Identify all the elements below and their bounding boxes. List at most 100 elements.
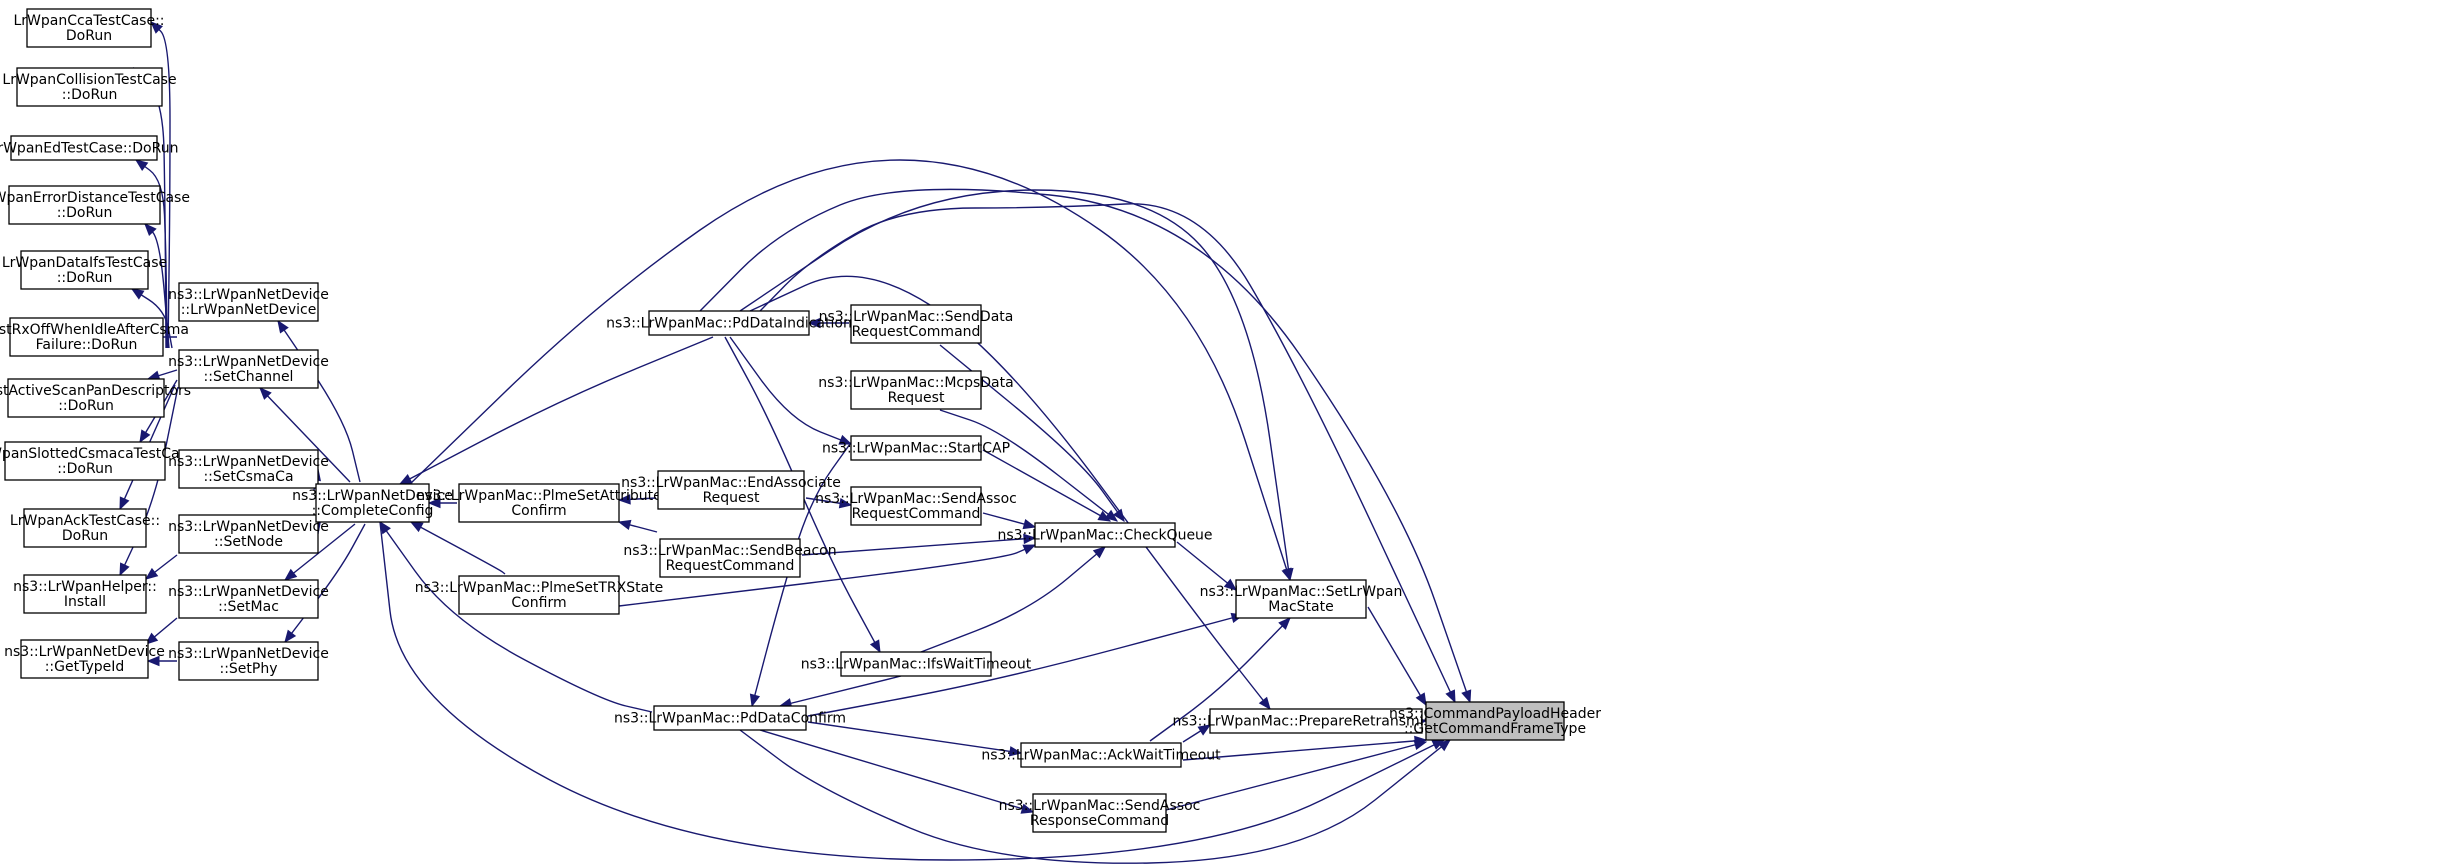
node-setcsma[interactable]: ns3::LrWpanNetDevice::SetCsmaCa bbox=[168, 449, 329, 489]
edge-setstate-to-acktimeout bbox=[1149, 617, 1291, 742]
node-label-line: ns3::LrWpanMac::SendBeacon bbox=[623, 543, 836, 559]
node-box bbox=[8, 185, 161, 225]
edge-checkq-to-startcap bbox=[982, 449, 1112, 522]
edge-line bbox=[379, 521, 653, 713]
node-label-line: ::DoRun bbox=[57, 205, 113, 221]
node-gettype[interactable]: ns3::LrWpanNetDevice::GetTypeId bbox=[4, 639, 165, 679]
node-box bbox=[653, 705, 807, 731]
node-label-line: ns3::LrWpanMac::StartCAP bbox=[822, 441, 1010, 457]
edge-checkq-to-plmetrx bbox=[618, 544, 1037, 607]
arrowhead bbox=[150, 21, 163, 34]
node-setchan[interactable]: ns3::LrWpanNetDevice::SetChannel bbox=[168, 349, 329, 389]
edge-complete-to-plmetrx bbox=[409, 521, 506, 575]
node-ifs[interactable]: ns3::LrWpanMac::IfsWaitTimeout bbox=[801, 651, 1032, 677]
node-startcap[interactable]: ns3::LrWpanMac::StartCAP bbox=[822, 435, 1010, 461]
node-label-line: MacState bbox=[1268, 599, 1333, 615]
call-nodes: LrWpanCcaTestCase::DoRunLrWpanCollisionT… bbox=[0, 8, 1601, 833]
node-box bbox=[178, 579, 319, 619]
edge-difs-to-setchan bbox=[130, 288, 173, 349]
node-label-line: ns3::LrWpanMac::PdDataIndication bbox=[606, 316, 852, 332]
arrowhead bbox=[838, 434, 853, 445]
edge-setphy-to-complete bbox=[284, 523, 366, 644]
node-label-line: Failure::DoRun bbox=[36, 337, 138, 353]
arrowhead bbox=[838, 498, 853, 509]
node-ctor[interactable]: ns3::LrWpanNetDevice::LrWpanNetDevice bbox=[168, 282, 329, 322]
node-label-line: ns3::LrWpanMac::SendAssoc bbox=[815, 491, 1017, 507]
node-setnode[interactable]: ns3::LrWpanNetDevice::SetNode bbox=[168, 514, 329, 554]
node-box bbox=[23, 574, 147, 614]
node-box bbox=[26, 8, 152, 48]
node-label-line: LrWpanDataIfsTestCase bbox=[2, 255, 167, 271]
node-cca[interactable]: LrWpanCcaTestCase::DoRun bbox=[13, 8, 165, 48]
node-difs[interactable]: LrWpanDataIfsTestCase::DoRun bbox=[2, 250, 167, 290]
node-target[interactable]: ns3::CommandPayloadHeader::GetCommandFra… bbox=[1389, 701, 1601, 741]
edge-line bbox=[1176, 541, 1237, 591]
edge-sendassocresp-to-pdconf bbox=[759, 729, 1035, 814]
arrowhead bbox=[409, 521, 424, 533]
arrowhead bbox=[144, 223, 157, 236]
node-box bbox=[7, 378, 165, 418]
node-helper[interactable]: ns3::LrWpanHelper::Install bbox=[13, 574, 157, 614]
node-slotted[interactable]: LrWpanSlottedCsmacaTestCase::DoRun bbox=[0, 441, 195, 481]
node-label-line: Request bbox=[703, 490, 760, 506]
node-setmac[interactable]: ns3::LrWpanNetDevice::SetMac bbox=[168, 579, 329, 619]
arrowhead bbox=[1197, 724, 1212, 736]
node-box bbox=[178, 641, 319, 681]
node-ack[interactable]: LrWpanAckTestCase::DoRun bbox=[10, 508, 160, 548]
edge-target-to-pdconf bbox=[739, 729, 1452, 864]
node-box bbox=[1032, 793, 1167, 833]
node-label-line: ns3::LrWpanMac::PrepareRetransmission bbox=[1173, 714, 1460, 730]
node-box bbox=[1235, 579, 1367, 619]
node-prepare[interactable]: ns3::LrWpanMac::PrepareRetransmission bbox=[1173, 708, 1460, 734]
node-box bbox=[20, 250, 149, 290]
edge-pdconf-to-ifs bbox=[778, 675, 902, 709]
node-pdconf[interactable]: ns3::LrWpanMac::PdDataConfirm bbox=[614, 705, 846, 731]
edge-plmeattr-to-sendbeacon bbox=[617, 519, 658, 533]
node-label-line: ns3::LrWpanNetDevice bbox=[168, 519, 329, 535]
arrowhead bbox=[259, 387, 272, 400]
node-label-line: ns3::LrWpanNetDevice bbox=[292, 488, 453, 504]
node-box bbox=[458, 483, 620, 523]
node-label-line: ns3::LrWpanNetDevice bbox=[168, 354, 329, 370]
node-box bbox=[648, 310, 810, 336]
edge-line bbox=[751, 436, 856, 707]
node-setphy[interactable]: ns3::LrWpanNetDevice::SetPhy bbox=[168, 641, 329, 681]
edge-target-to-pdind bbox=[759, 203, 1456, 704]
node-pdind[interactable]: ns3::LrWpanMac::PdDataIndication bbox=[606, 310, 852, 336]
node-label-line: LrWpanSlottedCsmacaTestCase bbox=[0, 446, 195, 462]
edge-pdconf-to-startcap bbox=[749, 436, 856, 708]
edge-ed-to-setchan bbox=[134, 159, 168, 349]
edge-gettype-to-setphy bbox=[146, 655, 177, 667]
node-acktimeout[interactable]: ns3::LrWpanMac::AckWaitTimeout bbox=[981, 742, 1221, 768]
node-active[interactable]: TestActiveScanPanDescriptors::DoRun bbox=[0, 378, 191, 418]
node-complete[interactable]: ns3::LrWpanNetDevice::CompleteConfig bbox=[292, 483, 453, 523]
arrowhead bbox=[1461, 689, 1472, 704]
node-label-line: ns3::LrWpanMac::SendAssoc bbox=[999, 798, 1201, 814]
node-box bbox=[16, 67, 163, 107]
edge-setstate-to-checkq bbox=[1176, 541, 1238, 591]
node-label-line: ns3::CommandPayloadHeader bbox=[1389, 706, 1601, 722]
node-ed[interactable]: LrWpanEdTestCase::DoRun bbox=[0, 135, 178, 161]
edge-startcap-to-pdind bbox=[729, 336, 853, 445]
node-errd[interactable]: LrWpanErrorDistanceTestCase::DoRun bbox=[0, 185, 190, 225]
node-label-line: ns3::LrWpanNetDevice bbox=[4, 644, 165, 660]
node-box bbox=[850, 435, 982, 461]
node-coll[interactable]: LrWpanCollisionTestCase::DoRun bbox=[2, 67, 177, 107]
node-box bbox=[840, 651, 992, 677]
node-checkq[interactable]: ns3::LrWpanMac::CheckQueue bbox=[997, 522, 1213, 548]
node-label-line: ns3::LrWpanMac::IfsWaitTimeout bbox=[801, 657, 1032, 673]
arrowhead bbox=[277, 319, 289, 334]
node-box bbox=[850, 486, 982, 526]
node-box bbox=[458, 575, 620, 615]
arrowhead bbox=[1413, 739, 1428, 750]
